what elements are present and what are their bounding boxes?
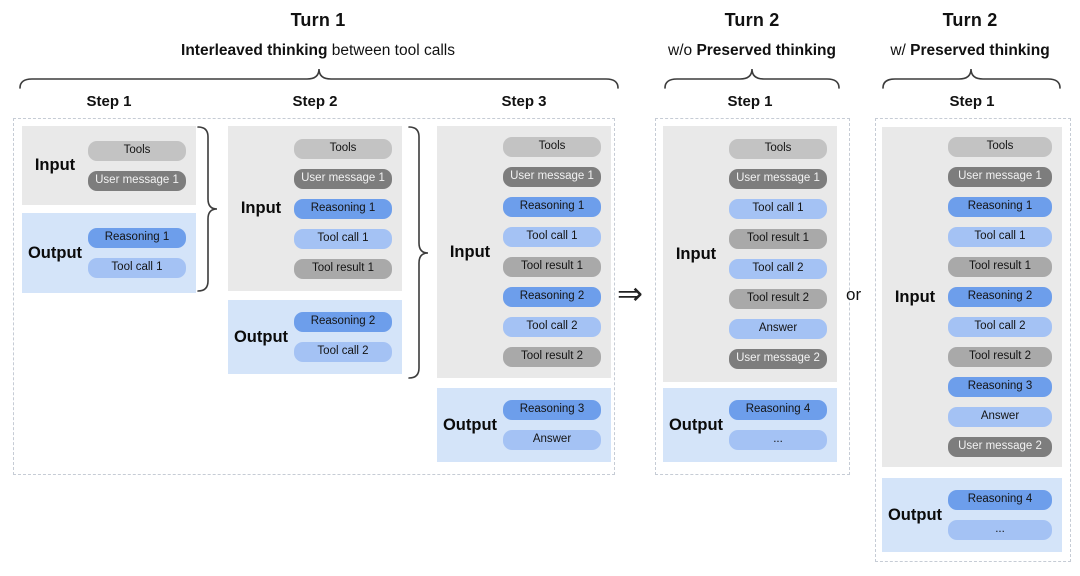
pill-result: Tool result 2 xyxy=(729,289,827,309)
input-label: Input xyxy=(675,244,717,263)
output-pills: Reasoning 3 Answer xyxy=(503,400,601,450)
input-label: Input xyxy=(449,242,491,261)
output-label: Output xyxy=(887,505,943,524)
pill-reasoning: Reasoning 1 xyxy=(503,197,601,217)
turn1-step1-output-panel: Output Reasoning 1 Tool call 1 xyxy=(22,213,196,293)
turn2-without-subtitle: w/o Preserved thinking xyxy=(640,42,864,60)
output-pills: Reasoning 4... xyxy=(948,490,1052,540)
turn2-with-brace xyxy=(882,68,1061,89)
turn2-without-subtitle-prefix: w/o xyxy=(668,42,697,59)
pill-reasoning: Reasoning 1 xyxy=(948,197,1052,217)
turn1-subtitle-bold: Interleaved thinking xyxy=(181,42,328,59)
output-pills: Reasoning 4... xyxy=(729,400,827,450)
turn1-brace xyxy=(19,68,619,89)
pill-toolcall: Tool call 2 xyxy=(503,317,601,337)
pill-result: Tool result 1 xyxy=(294,258,392,279)
pill-reasoning: Reasoning 3 xyxy=(503,400,601,420)
pill-toolcall: Tool call 2 xyxy=(294,342,392,362)
pill-result: Tool result 1 xyxy=(503,257,601,277)
turn1-title: Turn 1 xyxy=(290,10,346,30)
implies-arrow-icon: ⇒ xyxy=(617,276,643,311)
step-label-turn1-step1: Step 1 xyxy=(86,93,132,110)
turn2-with-title: Turn 2 xyxy=(942,10,998,30)
turn2-with-subtitle-bold: Preserved thinking xyxy=(910,42,1050,59)
pill-result: Tool result 2 xyxy=(503,347,601,367)
pill-reasoning: Reasoning 4 xyxy=(948,490,1052,510)
or-label: or xyxy=(846,285,862,304)
pill-answer: Answer xyxy=(729,319,827,339)
pill-reasoning: Reasoning 1 xyxy=(88,228,186,248)
pill-user: User message 1 xyxy=(294,168,392,189)
step-label-turn2-with-step1: Step 1 xyxy=(949,93,995,110)
turn1-subtitle: Interleaved thinking between tool calls xyxy=(18,42,618,60)
pill-reasoning: Reasoning 4 xyxy=(729,400,827,420)
turn2-with-subtitle-prefix: w/ xyxy=(890,42,911,59)
pill-user: User message 2 xyxy=(729,349,827,369)
input-label: Input xyxy=(240,199,282,217)
pill-toolcall: Tool call 1 xyxy=(729,199,827,219)
pill-tools: Tools xyxy=(729,139,827,159)
pill-result: Tool result 1 xyxy=(729,229,827,249)
pill-answer: Answer xyxy=(503,430,601,450)
pill-user: User message 2 xyxy=(948,437,1052,457)
step-label-turn2-without-step1: Step 1 xyxy=(727,93,773,110)
pill-toolcall: Tool call 1 xyxy=(294,228,392,249)
pill-toolcall: Tool call 2 xyxy=(948,317,1052,337)
output-label: Output xyxy=(668,415,724,434)
pill-toolcall: Tool call 1 xyxy=(948,227,1052,247)
output-pills: Reasoning 2 Tool call 2 xyxy=(294,312,392,362)
pill-toolcall: Tool call 1 xyxy=(503,227,601,247)
pill-toolcall: Tool call 1 xyxy=(88,258,186,278)
input-label: Input xyxy=(34,156,76,174)
output-label: Output xyxy=(233,327,289,346)
pill-reasoning: Reasoning 2 xyxy=(503,287,601,307)
output-label: Output xyxy=(27,243,83,262)
pill-user: User message 1 xyxy=(729,169,827,189)
pill-user: User message 1 xyxy=(948,167,1052,187)
pill-tools: Tools xyxy=(294,138,392,159)
pill-reasoning: Reasoning 2 xyxy=(294,312,392,332)
turn2-without-title: Turn 2 xyxy=(724,10,780,30)
pill-result: Tool result 1 xyxy=(948,257,1052,277)
pill-tools: Tools xyxy=(948,137,1052,157)
pill-answer: Answer xyxy=(948,407,1052,427)
step-label-turn1-step2: Step 2 xyxy=(292,93,338,110)
pill-ellipsis: ... xyxy=(948,520,1052,540)
input-label: Input xyxy=(894,287,936,306)
turn2-without-subtitle-bold: Preserved thinking xyxy=(696,42,836,59)
pill-toolcall: Tool call 2 xyxy=(729,259,827,279)
turn1-step3-output-panel: Output Reasoning 3 Answer xyxy=(437,388,611,462)
pill-tools: Tools xyxy=(88,140,186,161)
pill-reasoning: Reasoning 2 xyxy=(948,287,1052,307)
turn2-without-step1-output-panel: Output Reasoning 4... xyxy=(663,388,837,462)
output-label: Output xyxy=(442,415,498,434)
output-pills: Reasoning 1 Tool call 1 xyxy=(88,228,186,278)
pill-user: User message 1 xyxy=(88,170,186,191)
pill-result: Tool result 2 xyxy=(948,347,1052,367)
pill-ellipsis: ... xyxy=(729,430,827,450)
pill-user: User message 1 xyxy=(503,167,601,187)
step-label-turn1-step3: Step 3 xyxy=(501,93,547,110)
turn2-with-step1-output-panel: Output Reasoning 4... xyxy=(882,478,1062,552)
turn2-with-subtitle: w/ Preserved thinking xyxy=(858,42,1080,60)
pill-reasoning: Reasoning 1 xyxy=(294,198,392,219)
turn1-subtitle-rest: between tool calls xyxy=(327,42,455,59)
pill-reasoning: Reasoning 3 xyxy=(948,377,1052,397)
turn1-step2-output-panel: Output Reasoning 2 Tool call 2 xyxy=(228,300,402,374)
turn2-without-brace xyxy=(664,68,840,89)
pill-tools: Tools xyxy=(503,137,601,157)
